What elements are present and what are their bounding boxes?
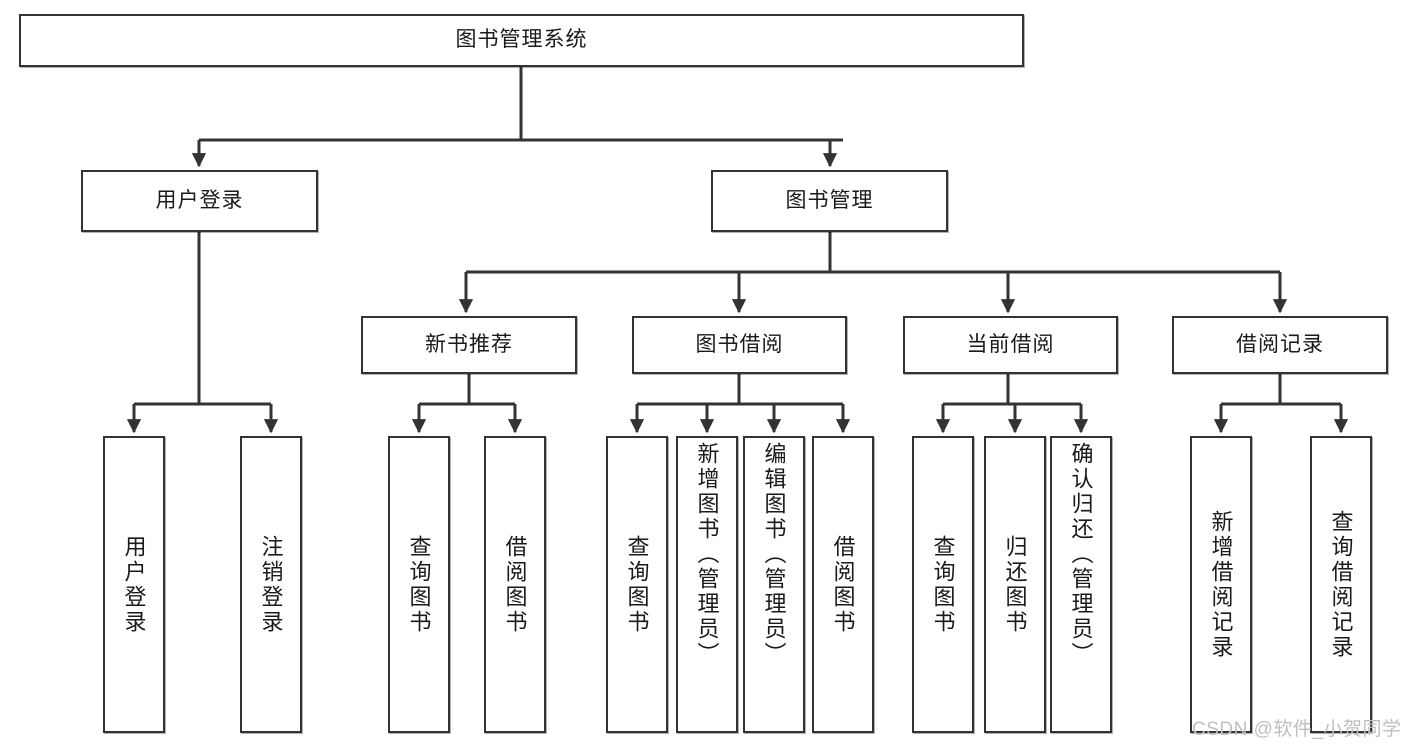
node-label: 图书管理系统 [455,28,588,52]
node-user-login[interactable]: 用户登录 [81,170,318,232]
node-leaf-query-books-new[interactable]: 查询图书 [388,436,450,733]
node-label: 新书推荐 [425,332,513,356]
csdn-watermark: CSDN @软件_小贺同学 [1192,719,1402,740]
node-label: 查询借阅记录 [1328,509,1354,660]
node-label: 新增图书（管理员） [694,442,720,667]
node-label: 用户登录 [155,188,244,212]
node-label: 注销登录 [258,534,284,635]
node-leaf-lend-books[interactable]: 借阅图书 [812,436,874,733]
node-root-system[interactable]: 图书管理系统 [19,14,1024,67]
node-leaf-user-login[interactable]: 用户登录 [103,436,165,733]
node-leaf-confirm-return-admin[interactable]: 确认归还（管理员） [1050,436,1112,733]
node-label: 用户登录 [121,534,147,635]
node-leaf-query-books-current[interactable]: 查询图书 [912,436,974,733]
node-label: 确认归还（管理员） [1068,442,1094,667]
node-label: 图书管理 [785,188,874,212]
node-book-borrow[interactable]: 图书借阅 [632,316,847,374]
node-label: 借阅图书 [502,534,528,635]
node-label: 归还图书 [1002,534,1028,635]
node-label: 当前借阅 [966,332,1055,356]
node-leaf-query-books-borrow[interactable]: 查询图书 [606,436,668,733]
node-label: 编辑图书（管理员） [761,442,787,667]
node-book-management[interactable]: 图书管理 [711,170,948,232]
node-leaf-query-borrow-record[interactable]: 查询借阅记录 [1310,436,1372,733]
node-label: 借阅图书 [830,534,856,635]
node-current-borrow[interactable]: 当前借阅 [903,316,1118,374]
node-leaf-add-borrow-record[interactable]: 新增借阅记录 [1190,436,1252,733]
node-label: 新增借阅记录 [1208,509,1234,660]
node-leaf-logout[interactable]: 注销登录 [240,436,302,733]
node-leaf-borrow-books-new[interactable]: 借阅图书 [484,436,546,733]
node-borrow-records[interactable]: 借阅记录 [1172,316,1388,374]
node-label: 查询图书 [930,534,956,635]
node-leaf-edit-book-admin[interactable]: 编辑图书（管理员） [743,436,805,733]
node-label: 查询图书 [406,534,432,635]
node-new-book-recommend[interactable]: 新书推荐 [361,316,577,374]
node-leaf-return-books[interactable]: 归还图书 [984,436,1046,733]
node-label: 借阅记录 [1236,332,1324,356]
node-label: 查询图书 [624,534,650,635]
node-leaf-add-book-admin[interactable]: 新增图书（管理员） [676,436,738,733]
node-label: 图书借阅 [695,332,784,356]
